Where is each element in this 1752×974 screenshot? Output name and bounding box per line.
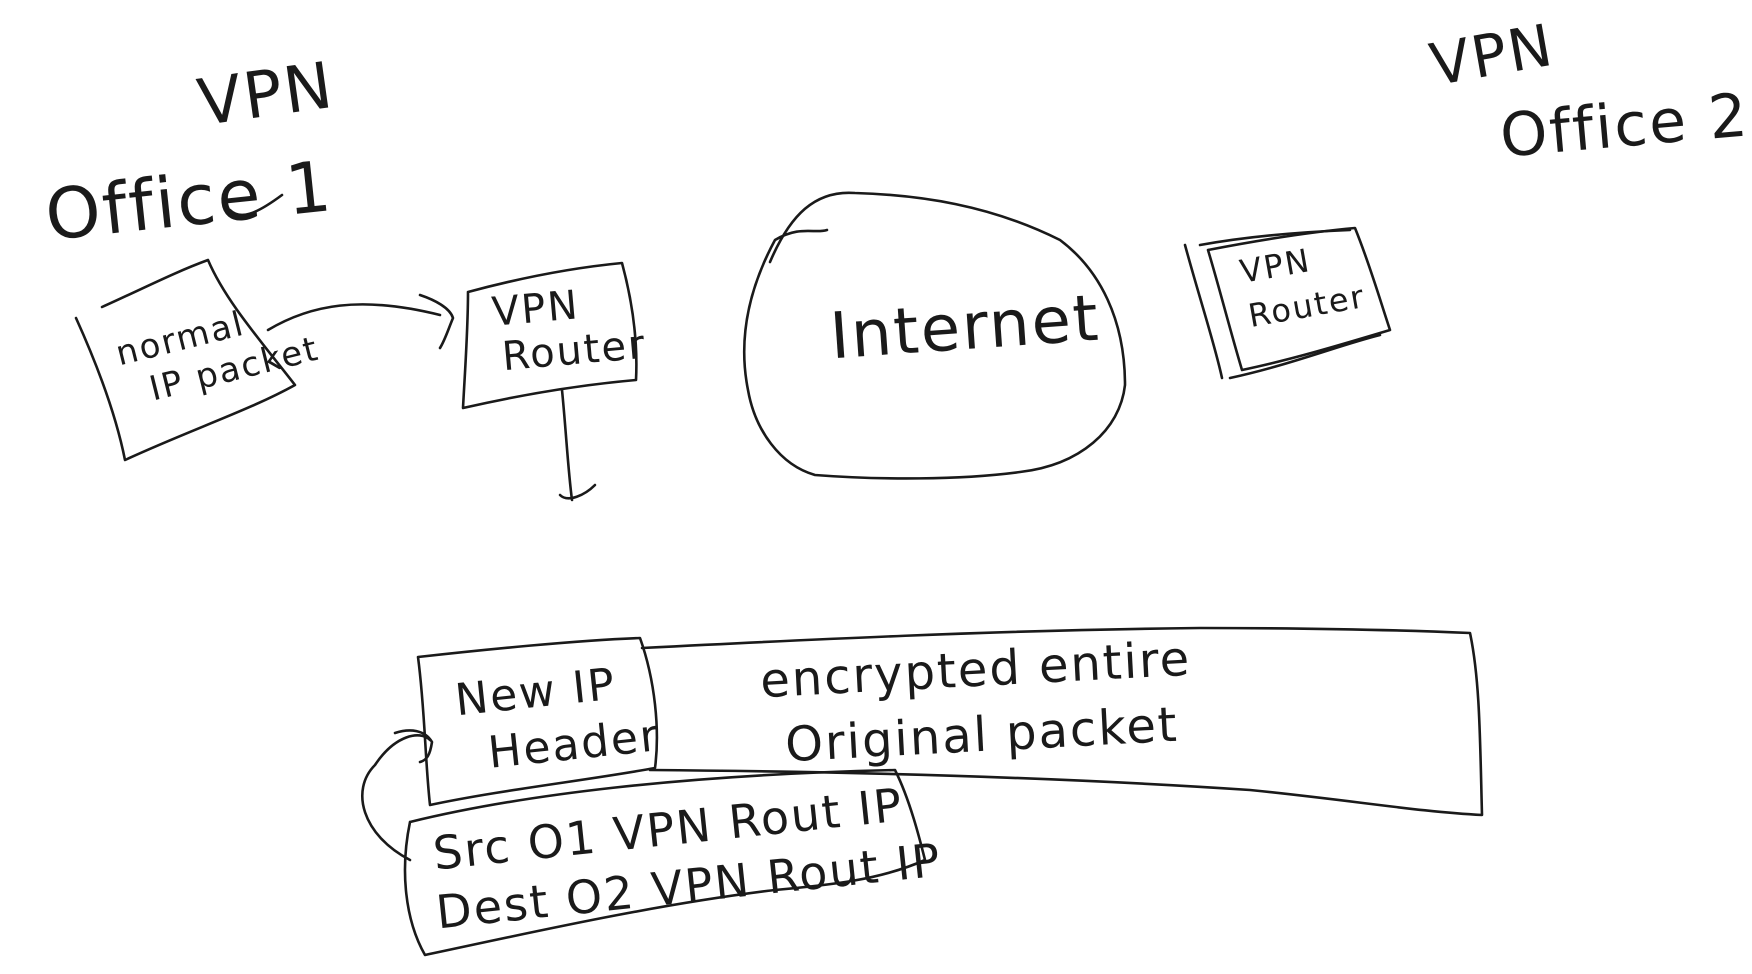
router-down-arrow — [560, 388, 574, 502]
header-detail-box — [403, 768, 927, 957]
packet-to-router-arrowhead — [418, 293, 455, 350]
office1-router-label-line1: VPN — [490, 282, 582, 336]
office2-router-box-outline — [1183, 228, 1382, 380]
office1-router-box — [461, 261, 638, 410]
packet-to-router-arrow — [266, 303, 442, 332]
payload-box — [640, 626, 1484, 817]
new-header-box — [416, 636, 659, 807]
detail-to-header-arrow — [361, 734, 432, 862]
normal-packet-box — [74, 258, 297, 462]
router-down-arrowhead — [558, 483, 597, 500]
detail-to-header-arrowhead — [393, 729, 434, 764]
office1-one-swoosh — [228, 193, 284, 217]
internet-cloud — [742, 191, 1127, 480]
